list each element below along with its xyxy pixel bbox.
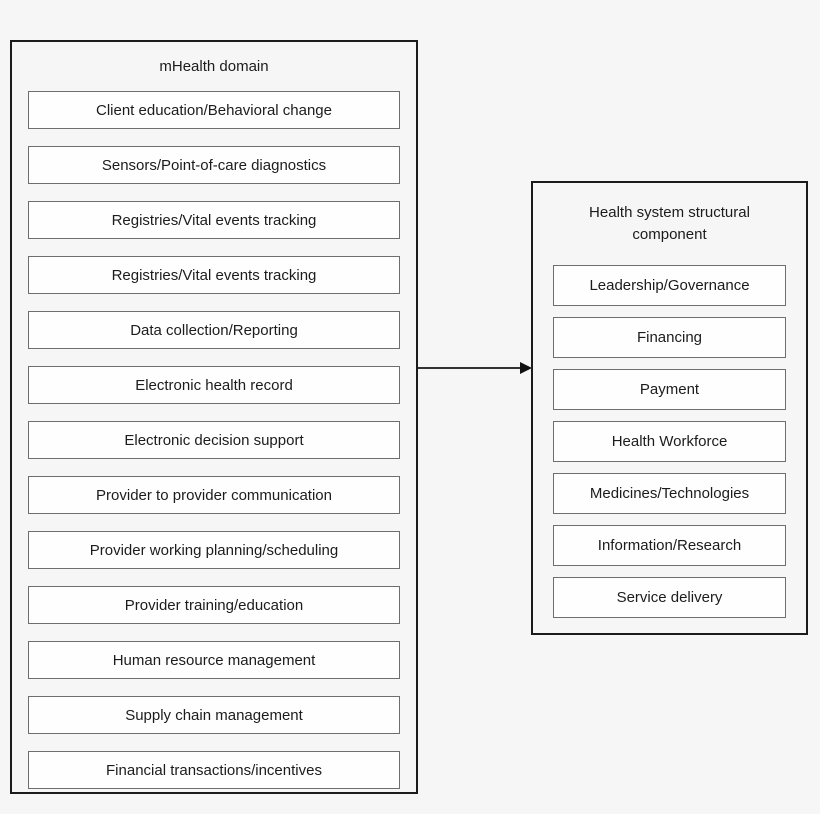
mhealth-item-registries-2: Registries/Vital events tracking [28, 256, 400, 294]
health-item-financing: Financing [553, 317, 786, 358]
mhealth-item-provider-planning: Provider working planning/scheduling [28, 531, 400, 569]
mhealth-domain-panel-title: mHealth domain [159, 57, 269, 75]
health-system-item-list: Leadership/Governance Financing Payment … [553, 265, 786, 618]
health-item-leadership-governance: Leadership/Governance [553, 265, 786, 306]
mhealth-item-registries-1: Registries/Vital events tracking [28, 201, 400, 239]
health-system-panel: Health system structural component Leade… [531, 181, 808, 635]
health-item-health-workforce: Health Workforce [553, 421, 786, 462]
mhealth-item-data-collection: Data collection/Reporting [28, 311, 400, 349]
health-system-panel-title: Health system structural component [589, 204, 750, 243]
mhealth-item-financial-transactions: Financial transactions/incentives [28, 751, 400, 789]
mhealth-item-supply-chain: Supply chain management [28, 696, 400, 734]
health-item-medicines-technologies: Medicines/Technologies [553, 473, 786, 514]
mhealth-item-human-resource: Human resource management [28, 641, 400, 679]
health-item-service-delivery: Service delivery [553, 577, 786, 618]
mhealth-item-provider-training: Provider training/education [28, 586, 400, 624]
mhealth-item-provider-communication: Provider to provider communication [28, 476, 400, 514]
mhealth-item-sensors-diagnostics: Sensors/Point-of-care diagnostics [28, 146, 400, 184]
arrow-connector [418, 361, 532, 375]
health-item-information-research: Information/Research [553, 525, 786, 566]
mhealth-domain-panel: mHealth domain Client education/Behavior… [10, 40, 418, 794]
health-item-payment: Payment [553, 369, 786, 410]
mhealth-domain-item-list: Client education/Behavioral change Senso… [28, 91, 400, 789]
mhealth-item-electronic-health-record: Electronic health record [28, 366, 400, 404]
arrow-line [418, 367, 522, 369]
arrowhead-icon [520, 362, 532, 374]
mhealth-item-client-education: Client education/Behavioral change [28, 91, 400, 129]
mhealth-item-electronic-decision-support: Electronic decision support [28, 421, 400, 459]
